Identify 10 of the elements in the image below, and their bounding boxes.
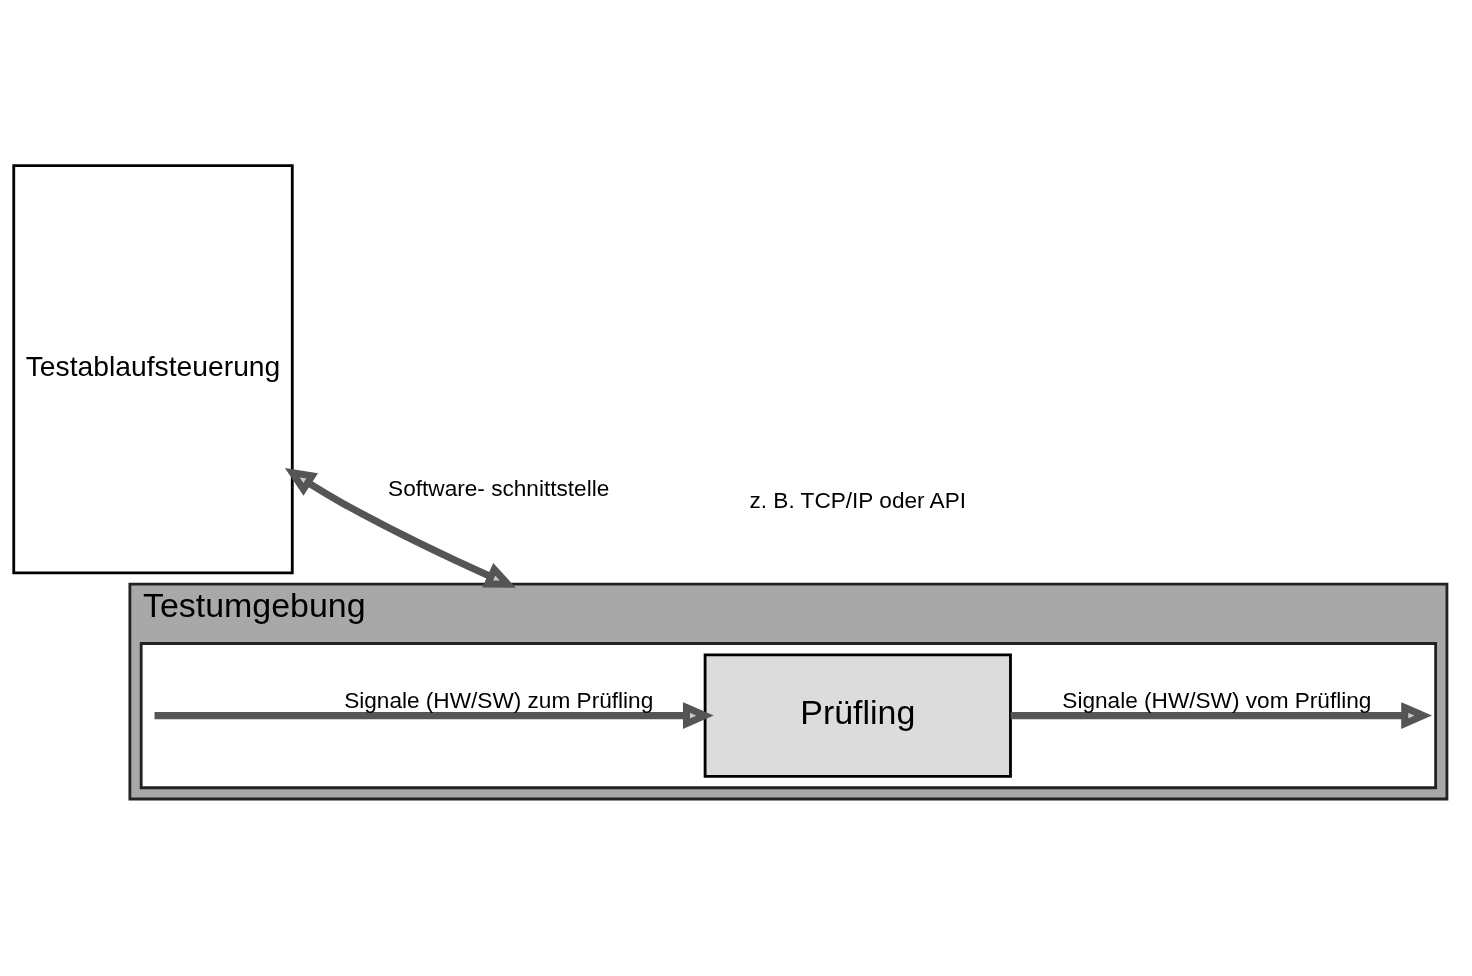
- arrow: [1010, 702, 1432, 730]
- edge-label: Software- schnittstelle: [388, 476, 610, 502]
- cluster: [139, 642, 1438, 790]
- arrow: [154, 702, 714, 730]
- node-box: Prüfling: [703, 653, 1012, 778]
- node-box: Testablaufsteuerung: [12, 164, 294, 575]
- label: z. B. TCP/IP oder API: [749, 487, 967, 513]
- edge-label: Signale (HW/SW) zum Prüfling: [344, 688, 654, 714]
- edge-label: Signale (HW/SW) vom Prüfling: [1062, 688, 1372, 714]
- arrow: [284, 467, 516, 588]
